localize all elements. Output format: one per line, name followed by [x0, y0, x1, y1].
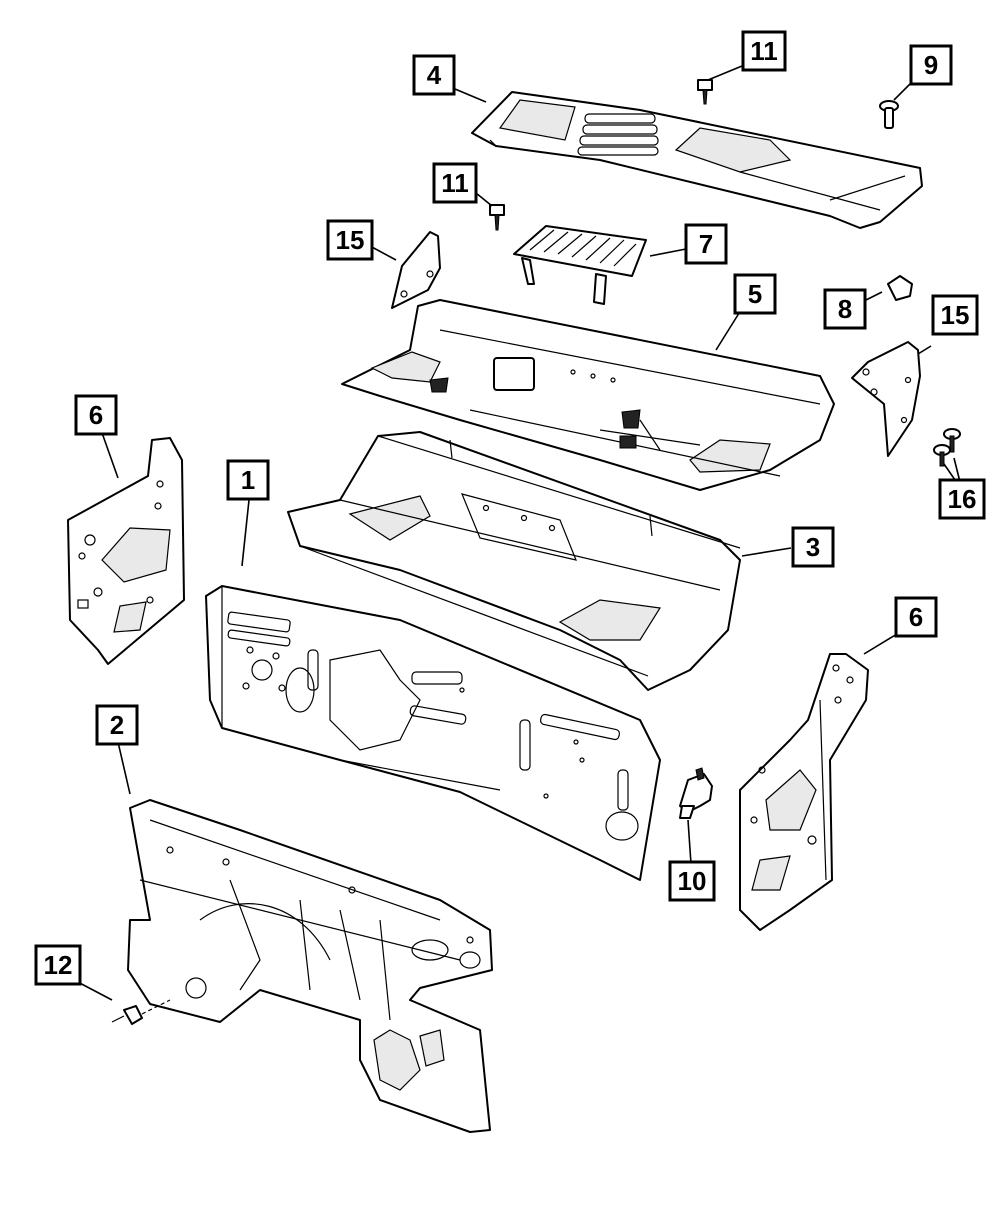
part-3-dash-silencer	[287, 431, 741, 691]
callout-16: 16	[938, 478, 986, 520]
callout-7: 7	[684, 223, 728, 265]
callout-6-right: 6	[894, 596, 938, 638]
callout-8: 8	[823, 288, 867, 330]
svg-text:9: 9	[924, 50, 938, 80]
svg-text:5: 5	[748, 279, 762, 309]
svg-text:10: 10	[678, 866, 707, 896]
svg-text:15: 15	[336, 225, 365, 255]
callout-11-upper: 11	[741, 30, 787, 72]
svg-text:3: 3	[806, 532, 820, 562]
svg-text:4: 4	[427, 60, 442, 90]
svg-text:2: 2	[110, 710, 124, 740]
svg-text:11: 11	[750, 36, 778, 66]
part-12-fastener	[111, 999, 171, 1025]
part-10-bracket	[679, 767, 713, 819]
svg-text:1: 1	[241, 465, 255, 495]
svg-text:15: 15	[941, 300, 970, 330]
svg-text:8: 8	[838, 294, 852, 324]
part-7-grille	[513, 225, 647, 305]
part-6-side-panel-left	[67, 437, 185, 665]
callout-6-left: 6	[74, 394, 118, 436]
svg-text:6: 6	[89, 400, 103, 430]
callout-3: 3	[791, 526, 835, 568]
callout-5: 5	[733, 273, 777, 315]
callout-12: 12	[34, 944, 82, 986]
leader-lines	[73, 65, 963, 1001]
part-11-screw-upper	[697, 79, 713, 105]
callout-4: 4	[412, 54, 456, 96]
part-16-bolts	[933, 428, 961, 467]
part-5-cowl-plenum	[341, 299, 835, 491]
part-9-bolt	[879, 100, 899, 129]
svg-text:11: 11	[441, 168, 469, 198]
callout-15-right: 15	[931, 294, 979, 336]
svg-text:12: 12	[44, 950, 73, 980]
callout-15-left: 15	[326, 219, 374, 261]
svg-text:6: 6	[909, 602, 923, 632]
callout-1: 1	[226, 459, 270, 501]
svg-text:16: 16	[948, 484, 977, 514]
part-6-side-panel-right	[739, 653, 869, 931]
part-4-cowl-top-panel	[471, 91, 923, 229]
part-8-clip	[887, 275, 913, 301]
part-15-bracket-right	[851, 341, 921, 457]
svg-text:7: 7	[699, 229, 713, 259]
callout-11-middle: 11	[432, 162, 478, 204]
part-1-dash-panel	[205, 585, 661, 881]
callout-2: 2	[95, 704, 139, 746]
callout-10: 10	[668, 860, 716, 902]
part-15-bracket-left	[391, 231, 441, 309]
callout-9: 9	[909, 44, 953, 86]
part-11-screw-middle	[489, 204, 505, 231]
part-2-dash-insulator	[127, 799, 493, 1133]
